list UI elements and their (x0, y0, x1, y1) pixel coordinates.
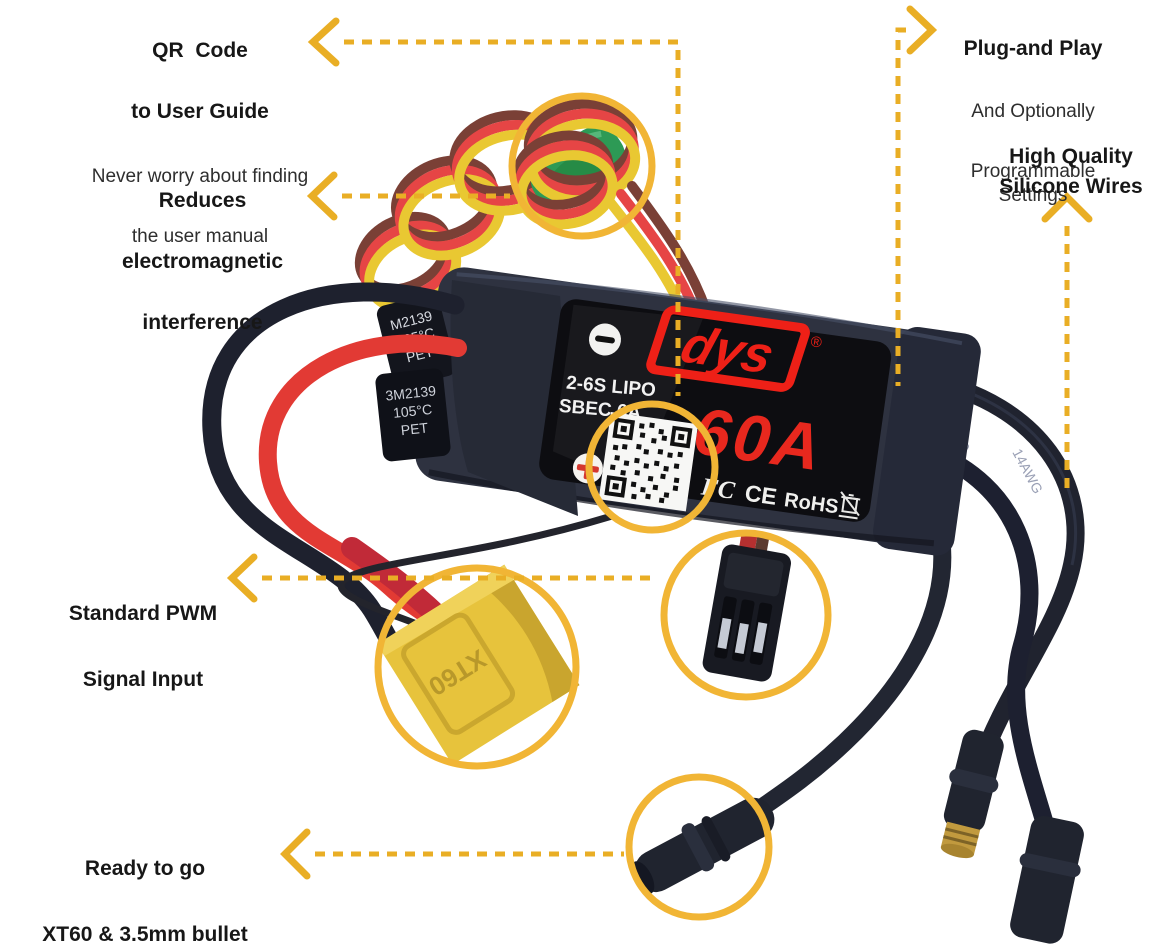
annotation-title: Silicone Wires (999, 175, 1143, 198)
annotation-body: Programmable Settings (970, 161, 1101, 206)
bullet-highlight-circle (625, 773, 773, 921)
capacitor-bottom: 3M2139 105°C PET (375, 368, 451, 462)
annotation-title: Ready to go (84, 857, 206, 880)
annotation-body: And Optionally (971, 101, 1095, 122)
weee-icon (838, 491, 861, 520)
motor-wire-2 (923, 443, 1061, 859)
signal-wire (337, 512, 616, 630)
svg-text:3M2139: 3M2139 (385, 382, 437, 403)
servo-highlight-circle (660, 529, 832, 701)
registered-mark: ® (810, 333, 823, 351)
annotation-title: Signal Input (82, 668, 204, 691)
callout-arrows (226, 5, 1093, 880)
annotation-body: the user manual (131, 226, 269, 247)
qr-arrow-chevron (307, 17, 340, 67)
annotation-title: XT60 & 3.5mm bullet plugs (42, 923, 248, 946)
servo-connector (702, 531, 791, 682)
wires-arrow-chevron (1041, 192, 1093, 223)
annotation-title: Reduces (158, 189, 247, 212)
pwm-arrow-chevron (226, 553, 258, 603)
minus-terminal-icon (588, 323, 621, 356)
annotation-title: electromagnetic (121, 250, 284, 273)
xt60-highlight-circle (374, 564, 580, 770)
annotation-plugs: Ready to go XT60 & 3.5mm bullet plugs (25, 818, 265, 952)
annotation-title: Standard PWM (68, 602, 218, 625)
annotation-plug-play: Plug-and Play And Optionally Programmabl… (938, 0, 1128, 244)
plugplay-arrow-line (895, 27, 906, 386)
qr-highlight-circle (585, 400, 719, 534)
svg-text:dys: dys (674, 317, 781, 385)
bullet-connector-right (1010, 815, 1084, 944)
annotation-pwm: Standard PWM Signal Input (48, 563, 238, 731)
brand-logo: dys (646, 305, 810, 392)
bullet-connector-bottom (631, 797, 775, 895)
annotation-emi: Reduces electromagnetic interference (95, 152, 310, 371)
plugs-arrow-chevron (280, 828, 311, 880)
annotation-wires: High Quality Silicone Wires (990, 142, 1151, 202)
ce-mark: CE (743, 480, 778, 510)
annotation-title: interference (142, 311, 263, 334)
highlight-circles (374, 92, 832, 921)
annotation-body: Never worry about finding (91, 166, 309, 187)
plugplay-arrow-chevron (906, 5, 938, 55)
ferrite-highlight-circle (508, 92, 656, 240)
annotation-title: Plug-and Play (963, 37, 1103, 60)
svg-text:PET: PET (400, 419, 429, 438)
bullet-connector-gold (940, 729, 1004, 859)
emi-arrow-chevron (306, 171, 338, 221)
annotation-qr-code: QR Code to User Guide Never worry about … (60, 2, 340, 285)
qr-arrow-line (344, 39, 681, 396)
annotation-title: to User Guide (131, 100, 269, 123)
svg-text:105°C: 105°C (392, 401, 433, 421)
motor-wires: 14AWG 200 (729, 371, 1085, 859)
annotation-title: QR Code (152, 39, 248, 62)
xt60-connector: XT60 (377, 564, 580, 762)
esc-label: dys ® 2-6S LIPO SBEC 6A 60A (539, 299, 892, 522)
motor-wire-3 (729, 511, 952, 833)
qr-code (598, 412, 699, 512)
annotation-title: High Quality (1009, 145, 1133, 168)
